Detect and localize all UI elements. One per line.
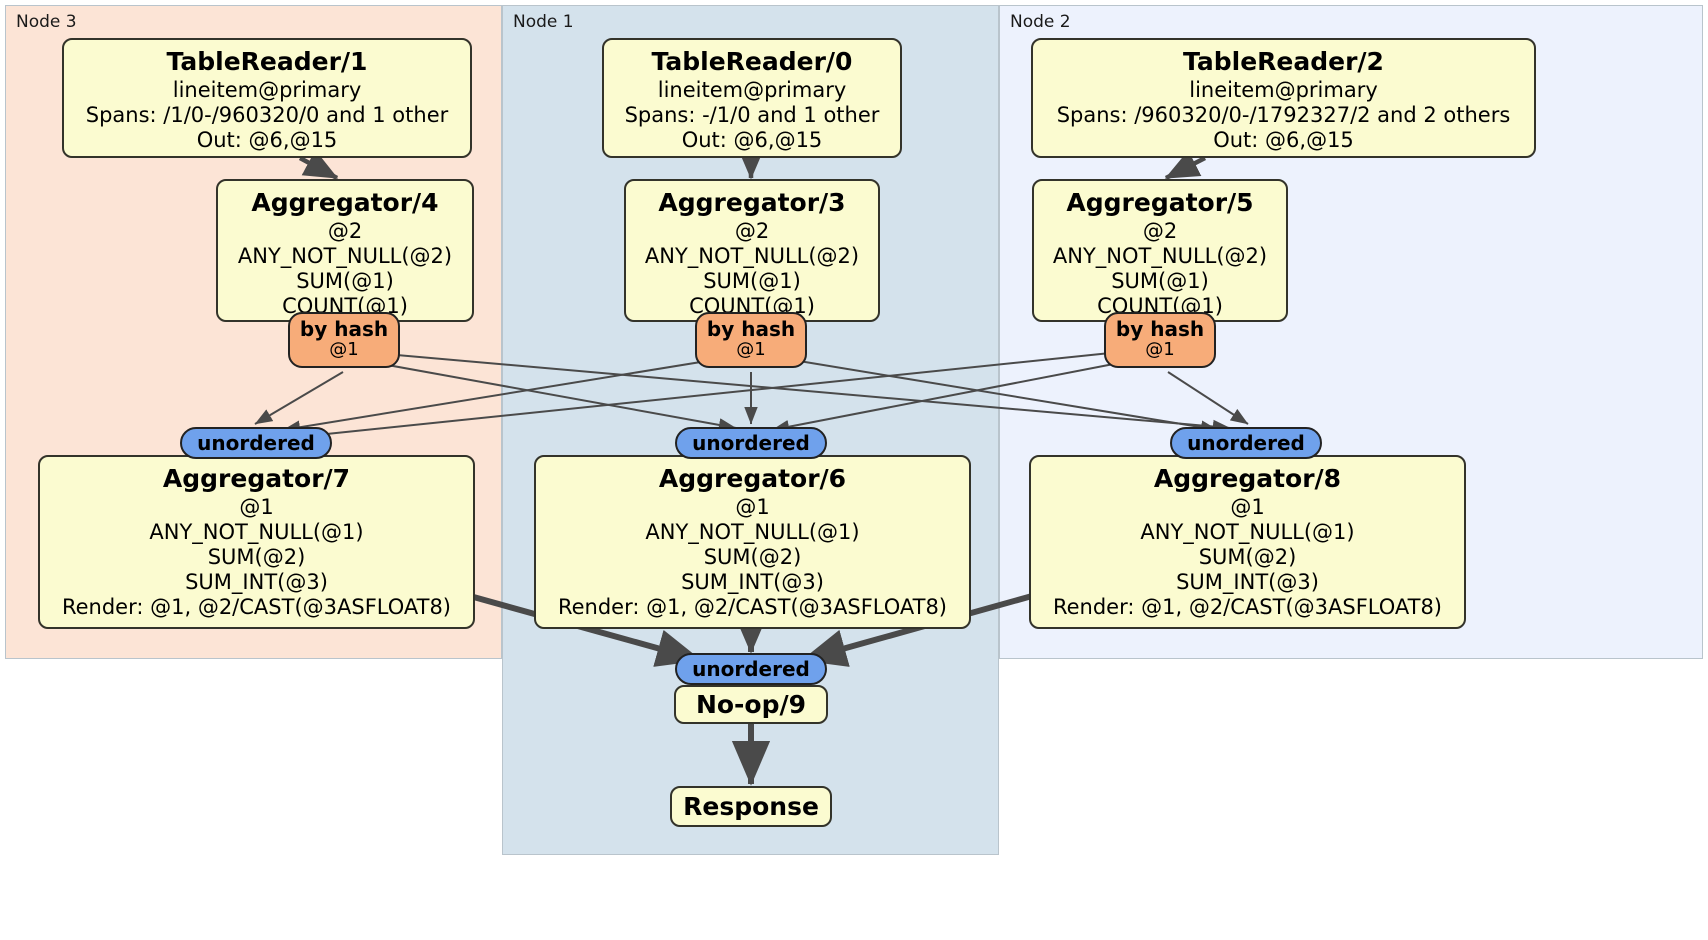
processor-title: TableReader/2 (1183, 47, 1384, 76)
processor-title: Aggregator/3 (658, 188, 846, 217)
processor-aggregator-7[interactable]: Aggregator/7 @1 ANY_NOT_NULL(@1) SUM(@2)… (38, 455, 475, 629)
processor-line: Out: @6,@15 (196, 128, 338, 153)
processor-line: @1 (735, 495, 770, 520)
processor-title: No-op/9 (695, 689, 807, 719)
processor-line: ANY_NOT_NULL(@2) (644, 244, 860, 269)
processor-title: Aggregator/6 (658, 464, 847, 493)
output-router-by-hash-left[interactable]: by hash @1 (288, 312, 400, 368)
processor-line: ANY_NOT_NULL(@1) (149, 520, 364, 545)
processor-line: @2 (1142, 219, 1178, 244)
processor-noop-9[interactable]: No-op/9 (674, 685, 828, 724)
synchronizer-label: unordered (197, 431, 315, 455)
processor-line: ANY_NOT_NULL(@1) (645, 520, 860, 545)
processor-table-reader-0[interactable]: TableReader/0 lineitem@primary Spans: -/… (602, 38, 902, 158)
input-synchronizer-unordered-left[interactable]: unordered (180, 427, 332, 459)
processor-line: SUM(@1) (296, 269, 394, 294)
processor-line: SUM(@1) (703, 269, 801, 294)
processor-line: SUM_INT(@3) (185, 570, 328, 595)
input-synchronizer-unordered-right[interactable]: unordered (1170, 427, 1322, 459)
processor-line: Spans: /1/0-/960320/0 and 1 other (85, 103, 449, 128)
output-router-by-hash-right[interactable]: by hash @1 (1104, 312, 1216, 368)
processor-title: Aggregator/4 (251, 188, 439, 217)
processor-line: SUM_INT(@3) (1176, 570, 1319, 595)
processor-line: ANY_NOT_NULL(@1) (1140, 520, 1355, 545)
processor-title: Aggregator/5 (1066, 188, 1254, 217)
router-type-label: by hash (706, 317, 796, 341)
processor-line: ANY_NOT_NULL(@2) (1052, 244, 1268, 269)
processor-line: @2 (327, 219, 363, 244)
processor-line: Out: @6,@15 (681, 128, 823, 153)
processor-table-reader-2[interactable]: TableReader/2 lineitem@primary Spans: /9… (1031, 38, 1536, 158)
processor-line: Render: @1, @2/CAST(@3ASFLOAT8) (557, 595, 948, 620)
processor-aggregator-5[interactable]: Aggregator/5 @2 ANY_NOT_NULL(@2) SUM(@1)… (1032, 179, 1288, 322)
processor-response[interactable]: Response (670, 786, 832, 827)
processor-aggregator-6[interactable]: Aggregator/6 @1 ANY_NOT_NULL(@1) SUM(@2)… (534, 455, 971, 629)
processor-title: TableReader/1 (166, 47, 368, 76)
processor-line: @1 (239, 495, 274, 520)
node-panel-label-node3: Node 3 (16, 12, 77, 32)
node-panel-label-node1: Node 1 (513, 12, 574, 32)
processor-line: lineitem@primary (172, 78, 362, 103)
processor-title: Aggregator/8 (1153, 464, 1342, 493)
processor-line: SUM(@2) (207, 545, 306, 570)
processor-line: ANY_NOT_NULL(@2) (237, 244, 453, 269)
processor-line: Render: @1, @2/CAST(@3ASFLOAT8) (1052, 595, 1443, 620)
processor-line: @1 (1230, 495, 1265, 520)
processor-aggregator-4[interactable]: Aggregator/4 @2 ANY_NOT_NULL(@2) SUM(@1)… (216, 179, 474, 322)
router-detail-label: @1 (329, 339, 359, 360)
processor-line: SUM_INT(@3) (681, 570, 824, 595)
processor-line: SUM(@2) (1198, 545, 1297, 570)
processor-line: lineitem@primary (657, 78, 847, 103)
node-panel-label-node2: Node 2 (1010, 12, 1071, 32)
processor-line: @2 (734, 219, 770, 244)
processor-table-reader-1[interactable]: TableReader/1 lineitem@primary Spans: /1… (62, 38, 472, 158)
processor-aggregator-3[interactable]: Aggregator/3 @2 ANY_NOT_NULL(@2) SUM(@1)… (624, 179, 880, 322)
processor-title: Response (683, 791, 819, 821)
router-type-label: by hash (1115, 317, 1205, 341)
processor-line: lineitem@primary (1189, 78, 1378, 103)
router-type-label: by hash (299, 317, 389, 341)
processor-line: SUM(@2) (703, 545, 802, 570)
router-detail-label: @1 (736, 339, 766, 360)
output-router-by-hash-center[interactable]: by hash @1 (695, 312, 807, 368)
processor-line: Render: @1, @2/CAST(@3ASFLOAT8) (61, 595, 452, 620)
processor-aggregator-8[interactable]: Aggregator/8 @1 ANY_NOT_NULL(@1) SUM(@2)… (1029, 455, 1466, 629)
processor-title: TableReader/0 (651, 47, 853, 76)
synchronizer-label: unordered (692, 657, 810, 681)
processor-line: Spans: /960320/0-/1792327/2 and 2 others (1056, 103, 1511, 128)
input-synchronizer-unordered-final[interactable]: unordered (675, 653, 827, 685)
input-synchronizer-unordered-center[interactable]: unordered (675, 427, 827, 459)
processor-line: Out: @6,@15 (1213, 128, 1354, 153)
router-detail-label: @1 (1145, 339, 1175, 360)
synchronizer-label: unordered (692, 431, 810, 455)
processor-title: Aggregator/7 (162, 464, 351, 493)
synchronizer-label: unordered (1187, 431, 1305, 455)
processor-line: Spans: -/1/0 and 1 other (624, 103, 880, 128)
processor-line: SUM(@1) (1111, 269, 1209, 294)
